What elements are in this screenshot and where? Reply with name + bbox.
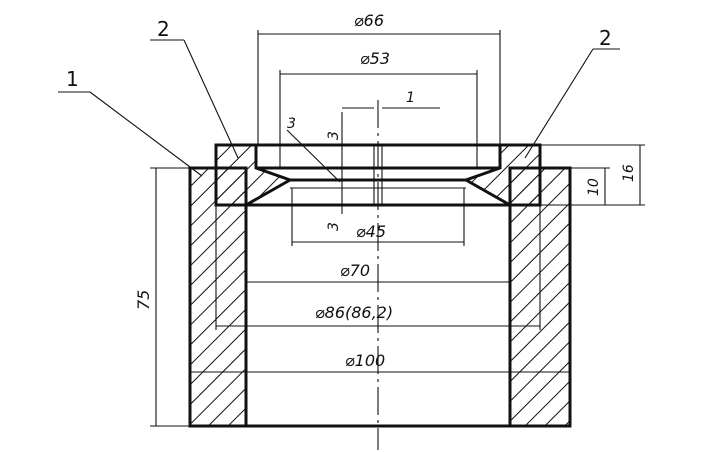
dim-height-75: 75 xyxy=(134,290,153,310)
dim-d45: ⌀45 xyxy=(356,222,386,241)
dim-offset-3-top: 3 xyxy=(326,131,342,140)
dim-d66: ⌀66 xyxy=(354,11,384,30)
callout-part-2-left: 2 xyxy=(157,17,170,41)
housing-part-1 xyxy=(188,166,572,428)
callout-part-1: 1 xyxy=(66,67,79,91)
dim-gap-1: 1 xyxy=(406,90,415,106)
dim-offset-3-bottom: 3 xyxy=(326,222,342,231)
dim-d100: ⌀100 xyxy=(345,351,385,370)
dim-height-10: 10 xyxy=(586,178,602,196)
dim-height-16: 16 xyxy=(621,164,637,182)
ring-left-section xyxy=(214,143,294,207)
dim-d53: ⌀53 xyxy=(360,49,390,68)
dim-d86: ⌀86(86,2) xyxy=(315,303,393,322)
dim-d70: ⌀70 xyxy=(340,261,370,280)
callout-leaders xyxy=(58,39,620,183)
callout-part-3: 3 xyxy=(287,116,296,132)
housing-left-wall xyxy=(188,166,248,428)
callout-part-2-right: 2 xyxy=(599,26,612,50)
dimension-lines xyxy=(150,30,645,427)
